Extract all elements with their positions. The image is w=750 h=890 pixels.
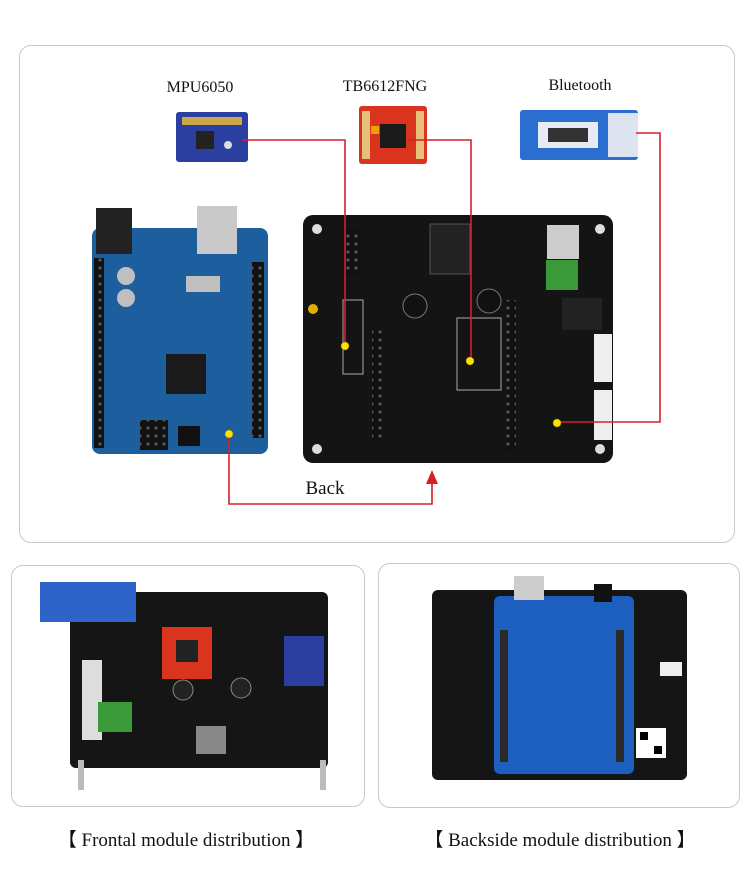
- wire-bluetooth: [557, 132, 661, 423]
- tb6612fng-label: TB6612FNG: [342, 78, 428, 95]
- back-arrow-head: [426, 470, 438, 484]
- front-photo: [40, 582, 328, 790]
- back-photo: [432, 576, 687, 780]
- mpu6050-module: [176, 112, 248, 162]
- wire-back: [228, 434, 433, 505]
- arduino-uno-board: [92, 206, 268, 454]
- wire-mpu: [242, 139, 346, 345]
- bluetooth-module: [520, 110, 638, 160]
- connection-dots: [224, 341, 562, 439]
- bluetooth-label: Bluetooth: [548, 77, 612, 94]
- back-label: Back: [305, 478, 345, 499]
- tb6612fng-module: [359, 106, 427, 164]
- back-caption: 【 Backside module distribution 】: [424, 830, 696, 851]
- wire-driver: [408, 139, 472, 360]
- front-caption: 【 Frontal module distribution 】: [57, 830, 315, 851]
- connection-wires: [228, 132, 661, 505]
- shield-board-back: [303, 215, 613, 463]
- mpu6050-label: MPU6050: [166, 79, 234, 96]
